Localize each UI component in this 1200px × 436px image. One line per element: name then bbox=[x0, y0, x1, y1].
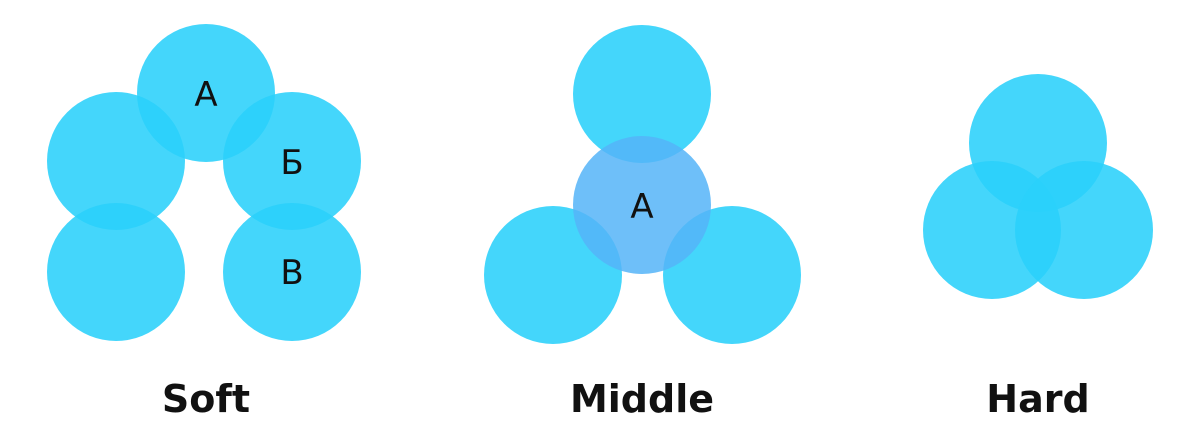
soft-group: A Б B Soft bbox=[47, 24, 361, 421]
hard-circle-right bbox=[1015, 161, 1153, 299]
soft-label-ve: B bbox=[280, 253, 303, 293]
soft-label-be: Б bbox=[280, 143, 303, 183]
soft-label-a: A bbox=[194, 75, 217, 115]
hard-group: Hard bbox=[923, 74, 1153, 421]
middle-circle-center bbox=[573, 136, 711, 274]
soft-title: Soft bbox=[162, 377, 250, 421]
middle-circle-top bbox=[573, 25, 711, 163]
middle-group: A Middle bbox=[484, 25, 801, 421]
middle-title: Middle bbox=[570, 377, 714, 421]
soft-circle-left-lower bbox=[47, 203, 185, 341]
middle-label-a: A bbox=[630, 187, 653, 227]
soft-circle-right-upper bbox=[223, 92, 361, 230]
hard-title: Hard bbox=[986, 377, 1089, 421]
soft-circle-right-lower bbox=[223, 203, 361, 341]
